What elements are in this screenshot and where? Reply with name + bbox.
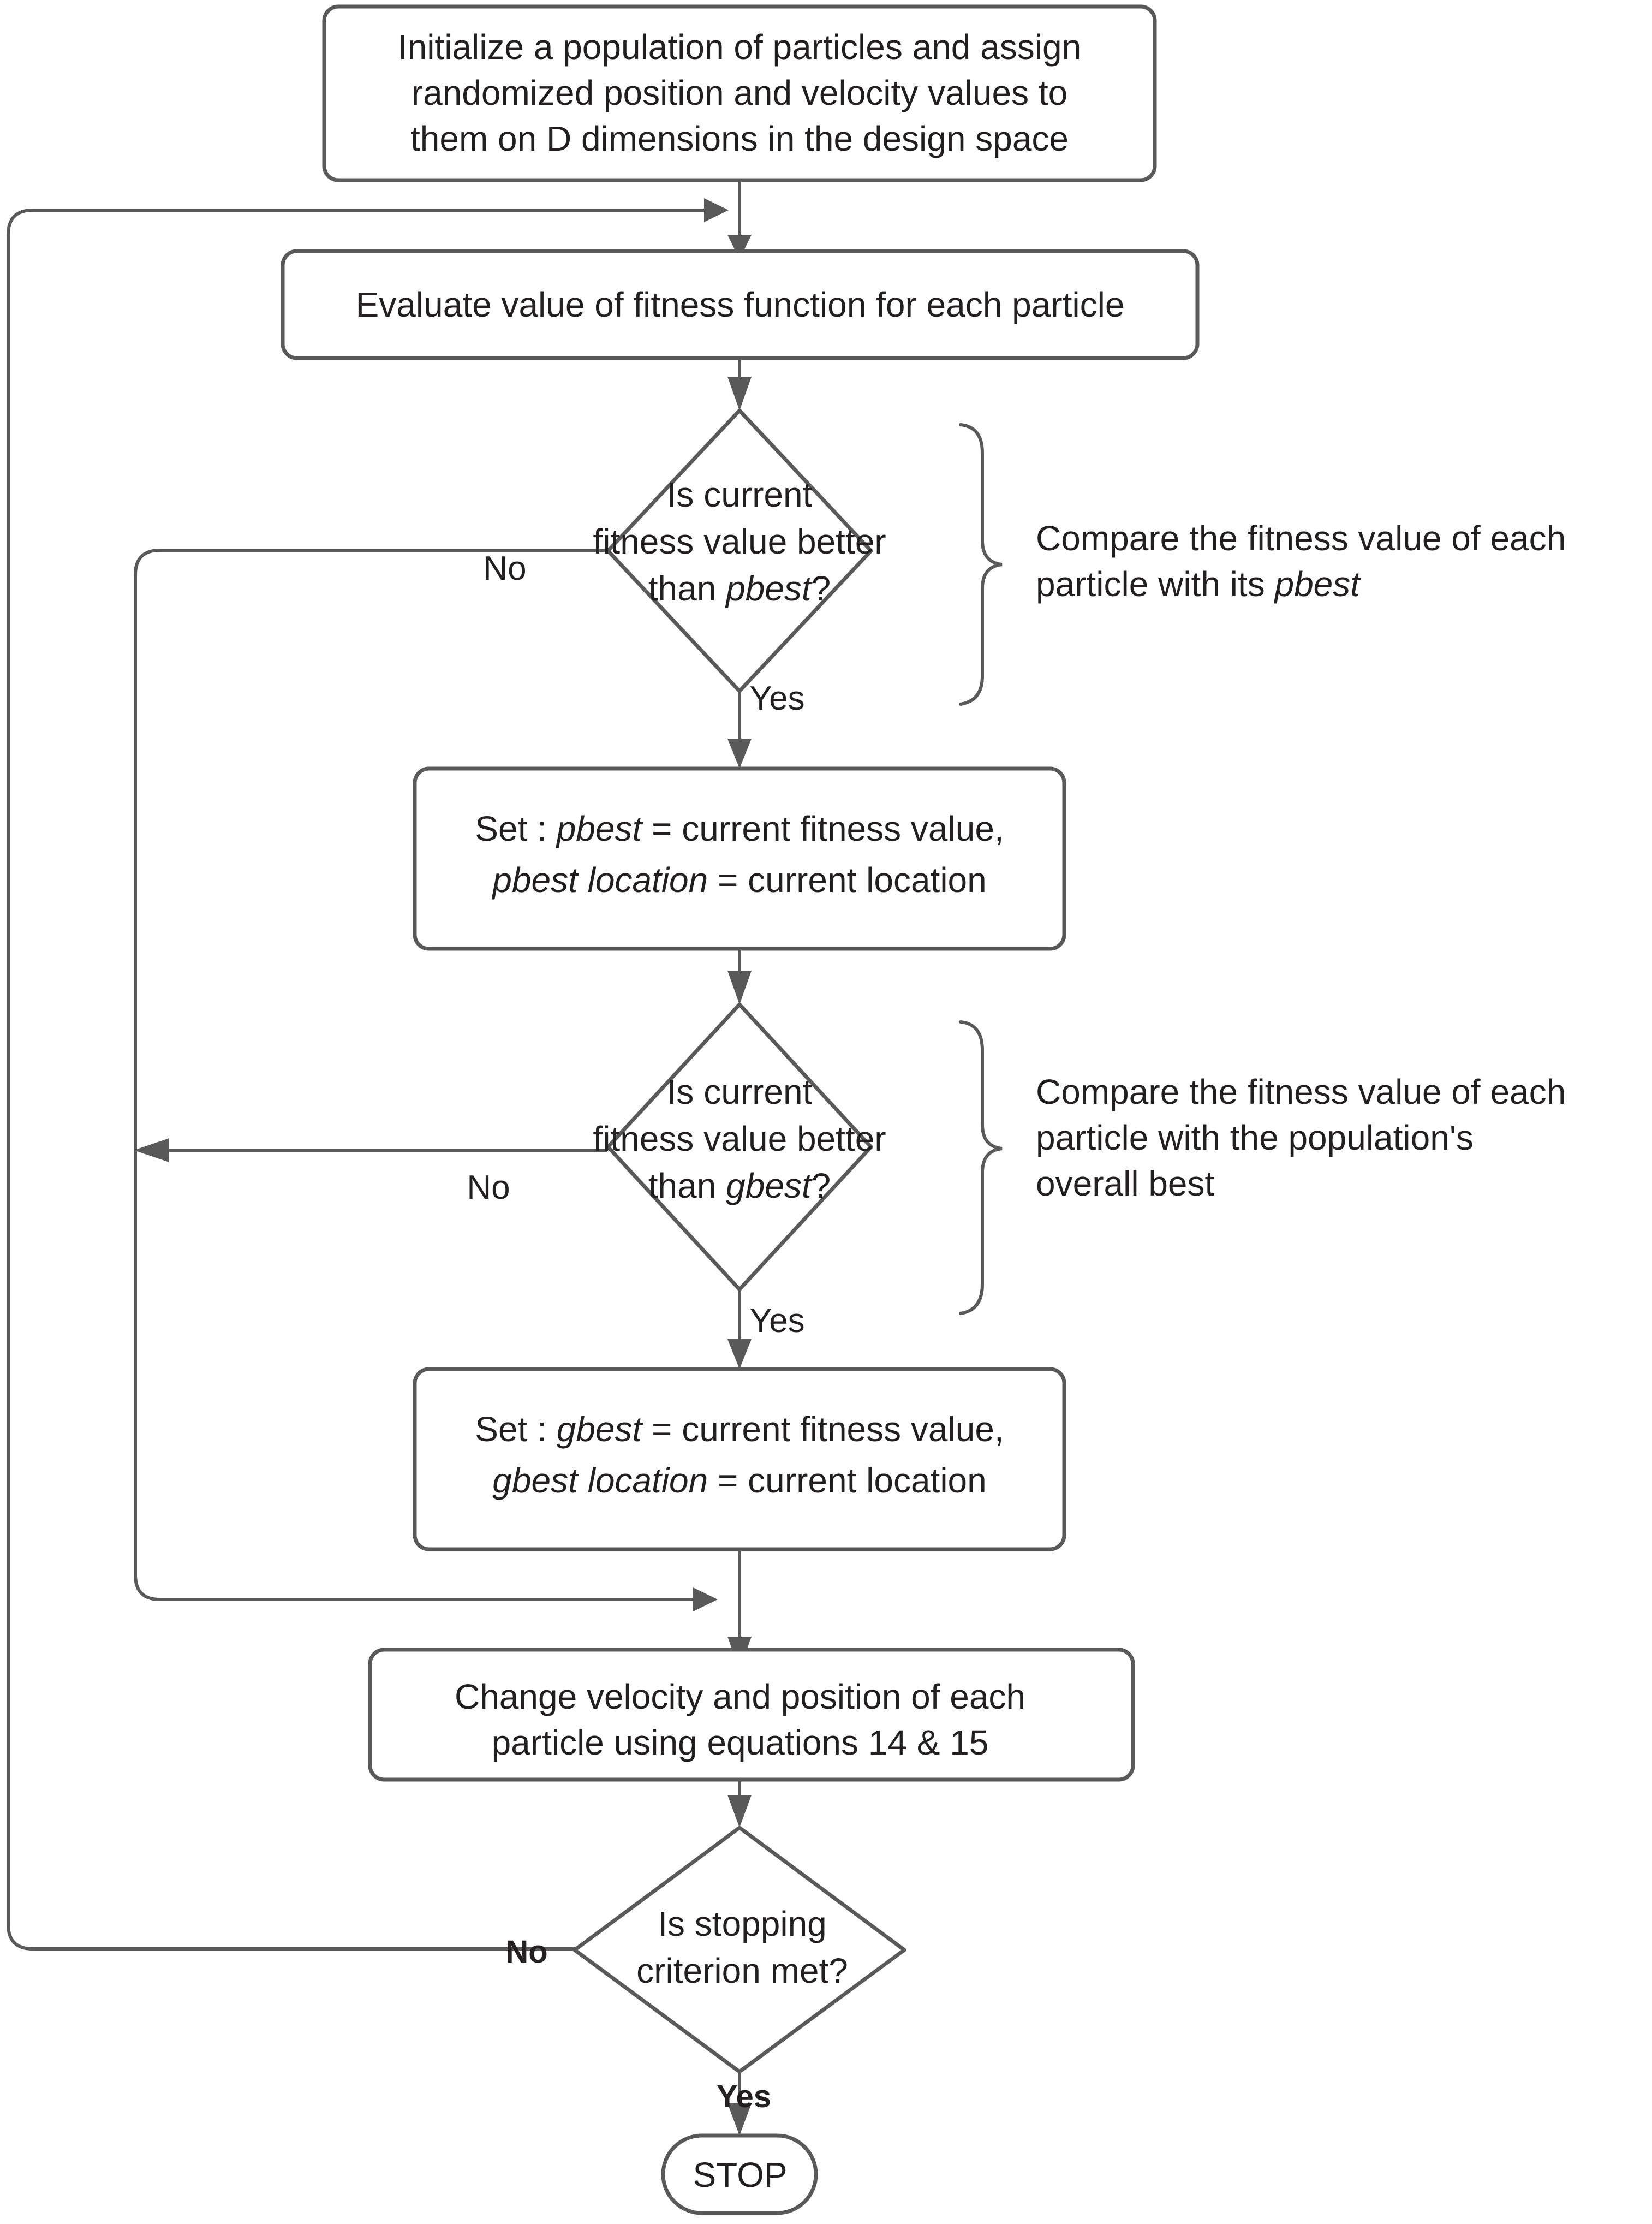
node-decision-gbest-line-3-tail: ? (812, 1166, 831, 1205)
annotation-gbest-line-3: overall best (1036, 1164, 1215, 1203)
annotation-pbest: Compare the fitness value of each partic… (959, 423, 1566, 706)
edge-label-group: No Yes No Yes No Yes (467, 550, 804, 2114)
node-set-pbest-line-2-plain: = current location (708, 860, 987, 900)
node-set-pbest-line-1-suffix: = current fitness value, (642, 809, 1004, 848)
node-decision-stopping-shape[interactable] (572, 1825, 906, 2074)
node-initialize-line-3: them on D dimensions in the design space (410, 119, 1069, 158)
node-set-pbest-shape[interactable] (413, 766, 1066, 951)
node-decision-gbest-line-1: Is current (667, 1072, 813, 1111)
edge-changevelocity-to-stop-decision (727, 1779, 752, 1828)
node-decision-pbest-line-3: than pbest? (648, 569, 831, 608)
node-decision-pbest-line-3-plain: than (648, 569, 726, 608)
node-set-pbest-line-1-italic: pbest (556, 809, 643, 848)
node-decision-gbest-line-3: than gbest? (648, 1166, 831, 1205)
edge-label-gbest-yes: Yes (749, 1302, 804, 1340)
edge-label-stop-no: No (505, 1934, 547, 1970)
node-decision-gbest-line-3-italic: gbest (726, 1166, 813, 1205)
brace-icon-pbest (959, 423, 1003, 706)
node-stop-terminal[interactable]: STOP (661, 2133, 818, 2215)
node-evaluate-label: Evaluate value of fitness function for e… (356, 285, 1125, 324)
node-set-gbest-shape[interactable] (413, 1367, 1066, 1551)
node-set-pbest-line-2-italic: pbest location (491, 860, 708, 900)
node-decision-pbest-line-3-italic: pbest (725, 569, 813, 608)
edge-pbest-yes-branch (727, 691, 752, 769)
node-decision-pbest-shape[interactable] (606, 408, 873, 693)
node-initialize[interactable]: Initialize a population of particles and… (322, 4, 1157, 182)
edge-label-stop-yes: Yes (717, 2079, 771, 2114)
edge-evaluate-to-pbest-decision (727, 358, 752, 411)
node-set-gbest-line-2: gbest location = current location (492, 1461, 986, 1500)
node-set-pbest[interactable]: Set : pbest = current fitness value, pbe… (413, 766, 1066, 951)
edge-label-pbest-yes: Yes (749, 680, 804, 717)
node-set-pbest-line-1: Set : pbest = current fitness value, (475, 809, 1004, 848)
node-decision-gbest[interactable]: Is current fitness value better than gbe… (593, 1002, 886, 1292)
annotation-pbest-line-2-italic: pbest (1273, 564, 1361, 604)
annotation-gbest-line-1: Compare the fitness value of each (1036, 1072, 1566, 1111)
node-stop-terminal-label: STOP (693, 2155, 787, 2195)
node-set-gbest-line-1-italic: gbest (557, 1410, 643, 1449)
annotation-pbest-line-2: particle with its pbest (1036, 564, 1361, 604)
edge-setpbest-to-gbest-decision (727, 949, 752, 1004)
node-initialize-shape[interactable] (322, 4, 1157, 182)
node-change-velocity-shape[interactable] (368, 1648, 1135, 1782)
edge-label-gbest-no: No (467, 1169, 510, 1206)
annotation-pbest-line-2-plain: particle with its (1036, 564, 1274, 604)
node-set-gbest-line-1: Set : gbest = current fitness value, (475, 1410, 1004, 1449)
node-set-gbest[interactable]: Set : gbest = current fitness value, gbe… (413, 1367, 1066, 1551)
edge-gbest-yes-branch (727, 1289, 752, 1369)
node-set-gbest-line-1-prefix: Set : (475, 1410, 556, 1449)
node-decision-gbest-line-2: fitness value better (593, 1119, 886, 1158)
annotation-gbest-line-2: particle with the population's (1036, 1118, 1474, 1157)
annotation-gbest: Compare the fitness value of each partic… (959, 1020, 1566, 1315)
node-decision-stopping-criterion[interactable]: Is stopping criterion met? (572, 1825, 906, 2074)
node-evaluate-fitness[interactable]: Evaluate value of fitness function for e… (281, 249, 1200, 360)
edge-outer-feedback-loop (7, 198, 729, 1951)
node-decision-stopping-line-1: Is stopping (658, 1904, 827, 1943)
node-decision-pbest[interactable]: Is current fitness value better than pbe… (593, 408, 886, 693)
node-set-pbest-line-2: pbest location = current location (491, 860, 986, 900)
node-set-pbest-line-1-prefix: Set : (475, 809, 556, 848)
edge-stop-yes-to-terminal (727, 2072, 752, 2136)
node-decision-stopping-line-2: criterion met? (636, 1951, 848, 1990)
node-evaluate-shape[interactable] (281, 249, 1200, 360)
edge-initialize-to-evaluate (727, 180, 752, 259)
node-decision-pbest-line-2: fitness value better (593, 522, 886, 561)
node-decision-pbest-line-3-tail: ? (812, 569, 831, 608)
node-change-velocity[interactable]: Change velocity and position of each par… (368, 1648, 1135, 1782)
node-set-gbest-line-2-italic: gbest location (492, 1461, 708, 1500)
node-initialize-line-2: randomized position and velocity values … (411, 73, 1067, 112)
node-change-velocity-line-2: particle using equations 14 & 15 (492, 1723, 989, 1762)
edge-gbest-no-branch (134, 1138, 607, 1162)
brace-icon-gbest (959, 1020, 1003, 1315)
node-initialize-line-1: Initialize a population of particles and… (398, 27, 1081, 67)
edge-pbest-no-branch (134, 549, 718, 1611)
node-set-gbest-line-2-plain: = current location (708, 1461, 987, 1500)
node-decision-pbest-line-1: Is current (667, 475, 813, 514)
annotation-pbest-line-1: Compare the fitness value of each (1036, 519, 1566, 558)
node-set-gbest-line-1-suffix: = current fitness value, (642, 1410, 1004, 1449)
node-decision-gbest-shape[interactable] (606, 1002, 873, 1292)
node-stop-terminal-shape[interactable] (661, 2133, 818, 2215)
node-decision-gbest-line-3-plain: than (648, 1166, 726, 1205)
node-change-velocity-line-1: Change velocity and position of each (455, 1677, 1025, 1716)
edge-label-pbest-no: No (483, 550, 526, 587)
